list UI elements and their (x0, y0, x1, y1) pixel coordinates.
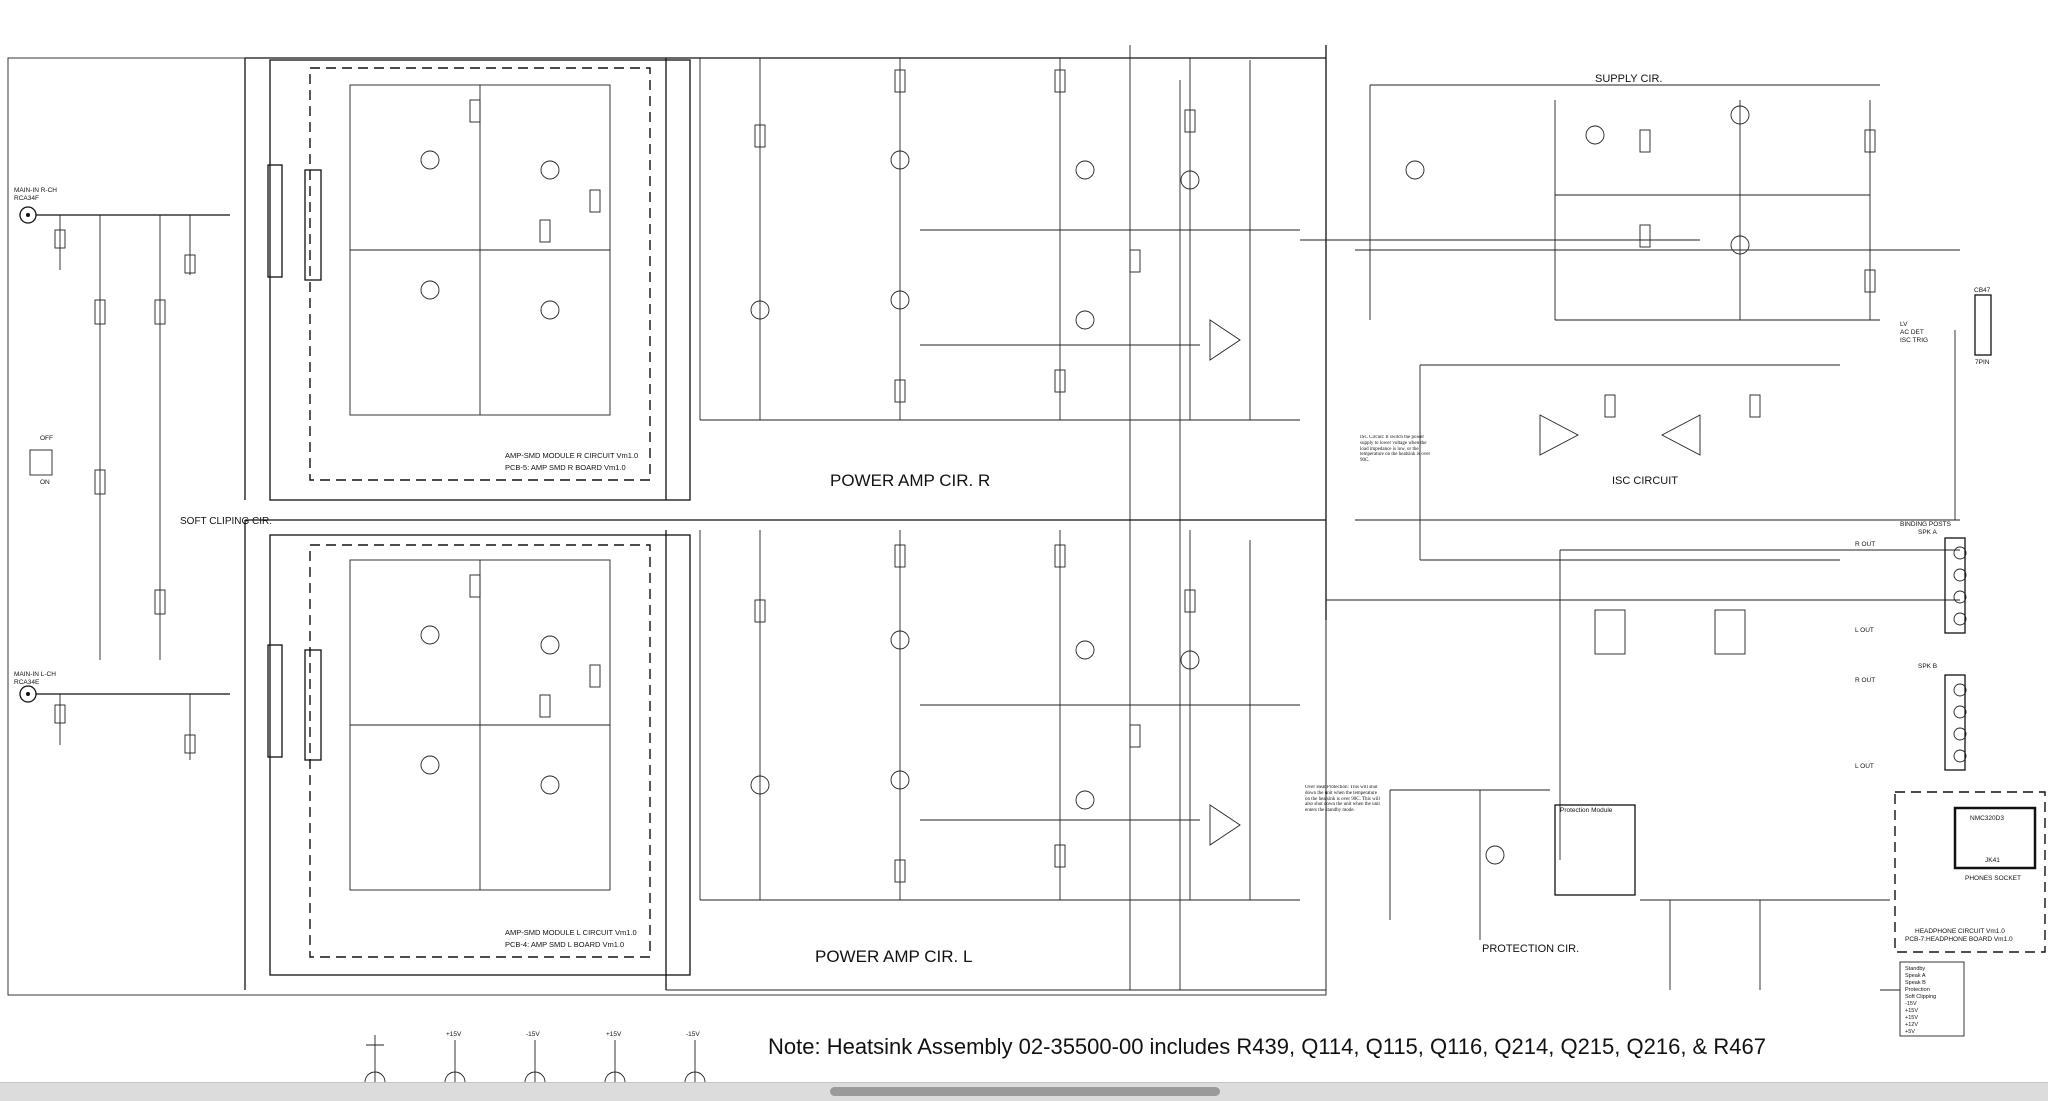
spk-b-label: SPK B (1918, 663, 1937, 670)
cb47-connector: CB47 LV AC DET ISC TRIG 7PIN (1900, 287, 1992, 366)
scrollbar-thumb[interactable] (830, 1087, 1220, 1096)
protection-circuit: Over Heat Protection: This will shut dow… (1305, 785, 1890, 990)
input-l-main-label: MAIN-IN L-CH (14, 671, 56, 678)
binding-posts-label: BINDING POSTS (1900, 521, 1952, 528)
cb47-ac-det: AC DET (1900, 329, 1924, 336)
rail-p15b: +15V (606, 1031, 622, 1038)
supply-title: SUPPLY CIR. (1595, 73, 1662, 85)
hp-line2: PCB-7:HEADPHONE BOARD Vm1.0 (1905, 936, 2013, 943)
bottom-rails: +15V -15V +15V -15V (364, 1031, 706, 1082)
soft-clip-title: SOFT CLIPING CIR. (180, 516, 272, 527)
standby-9: +5V (1905, 1029, 1915, 1035)
relay-output-section: BINDING POSTS SPK A R OUT L OUT SPK B R … (1559, 521, 1967, 860)
module-r: AMP-SMD MODULE R CIRCUIT Vm1.0 PCB-5: AM… (267, 59, 691, 501)
nmc-label: NMC320D3 (1970, 815, 2004, 822)
standby-4: Soft Clipping (1905, 994, 1936, 1000)
off-label: OFF (40, 435, 53, 442)
isc-title: ISC CIRCUIT (1612, 475, 1678, 487)
input-l: MAIN-IN L-CH RCA34E (14, 671, 230, 760)
headphone-board: NMC320D3 JK41 PHONES SOCKET HEADPHONE CI… (1894, 791, 2046, 953)
r-out-b-label: R OUT (1855, 677, 1875, 684)
hp-line1: HEADPHONE CIRCUIT Vm1.0 (1915, 928, 2005, 935)
rail-m15: -15V (526, 1031, 540, 1038)
input-r: MAIN-IN R-CH RCA34F (14, 187, 230, 660)
standby-0: Standby (1905, 966, 1925, 972)
power-amp-l-title: POWER AMP CIR. L (815, 947, 972, 966)
cb47-lv: LV (1900, 321, 1908, 328)
input-l-conn-label: RCA34E (14, 679, 40, 686)
power-amp-r: POWER AMP CIR. R (699, 58, 1300, 490)
l-out-b-label: L OUT (1855, 763, 1874, 770)
standby-6: +15V (1905, 1008, 1918, 1014)
jk41-label: JK41 (1985, 857, 2000, 864)
protection-description: Over Heat Protection: This will shut dow… (1305, 785, 1380, 813)
rail-p15: +15V (446, 1031, 462, 1038)
soft-clip-circuit: SOFT CLIPING CIR. OFF ON (29, 299, 272, 615)
l-out-a-label: L OUT (1855, 627, 1874, 634)
module-l: AMP-SMD MODULE L CIRCUIT Vm1.0 PCB-4: AM… (267, 534, 691, 976)
isc-circuit: ISC CIRCUIT ISC Circuit: It switch the p… (1360, 364, 1840, 561)
standby-5: -15V (1905, 1001, 1917, 1007)
cb47-pins: 7PIN (1975, 359, 1990, 366)
standby-8: +12V (1905, 1022, 1918, 1028)
module-l-line1: AMP-SMD MODULE L CIRCUIT Vm1.0 (505, 928, 637, 937)
cb47-isc-trig: ISC TRIG (1900, 337, 1928, 344)
spk-a-label: SPK A (1918, 529, 1937, 536)
rail-m15b: -15V (686, 1031, 700, 1038)
module-l-line2: PCB-4: AMP SMD L BOARD Vm1.0 (505, 940, 624, 949)
input-r-main-label: MAIN-IN R-CH (14, 187, 57, 194)
isc-description: ISC Circuit: It switch the power supply … (1360, 435, 1431, 463)
phones-label: PHONES SOCKET (1965, 875, 2021, 882)
supply-circuit: SUPPLY CIR. (1369, 73, 1880, 321)
heatsink-note: Note: Heatsink Assembly 02-35500-00 incl… (768, 1034, 1766, 1059)
horizontal-scrollbar[interactable] (0, 1082, 2048, 1101)
r-out-a-label: R OUT (1855, 541, 1875, 548)
protection-title: PROTECTION CIR. (1482, 943, 1579, 955)
cb47-name: CB47 (1974, 287, 1991, 294)
input-r-conn-label: RCA34F (14, 195, 39, 202)
standby-1: Speak A (1905, 973, 1926, 979)
power-amp-l: POWER AMP CIR. L (699, 530, 1300, 966)
standby-7: +15V (1905, 1015, 1918, 1021)
standby-3: Protection (1905, 987, 1930, 993)
main-buses (7, 45, 1960, 996)
standby-2: Speak B (1905, 980, 1926, 986)
module-r-line2: PCB-5: AMP SMD R BOARD Vm1.0 (505, 463, 626, 472)
power-amp-r-title: POWER AMP CIR. R (830, 471, 990, 490)
protection-module-label: Protection Module (1560, 807, 1613, 814)
on-label: ON (40, 479, 50, 486)
standby-list: Standby Speak A Speak B Protection Soft … (1880, 961, 1965, 1037)
module-r-line1: AMP-SMD MODULE R CIRCUIT Vm1.0 (505, 451, 638, 460)
